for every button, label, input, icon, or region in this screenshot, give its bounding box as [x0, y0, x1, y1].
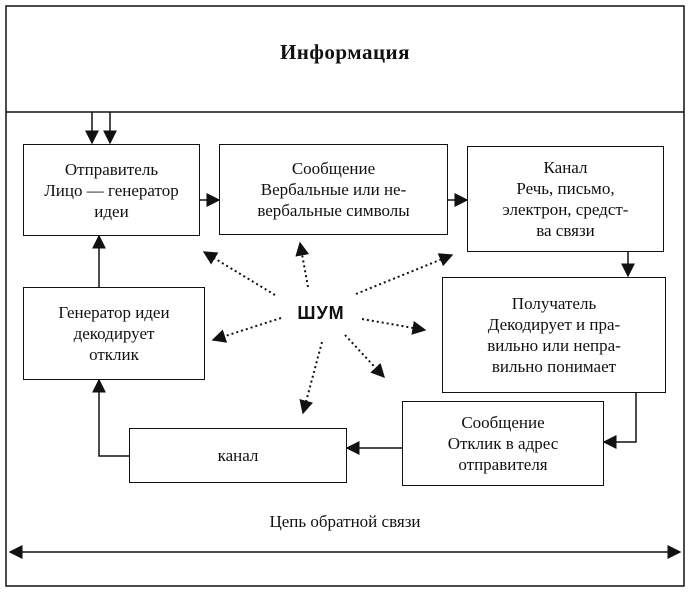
box-message-line: Вербальные или не- — [260, 180, 407, 199]
box-return-channel: канал — [129, 428, 347, 483]
box-message-line: Сообщение — [291, 159, 376, 178]
box-return-channel-line: канал — [217, 446, 259, 465]
box-response-line: Отклик в адрес — [447, 434, 559, 453]
box-sender-line: идеи — [94, 201, 129, 221]
box-idea-decoder-line: Генератор идеи — [58, 303, 170, 322]
box-response-line: отправителя — [458, 455, 548, 474]
box-sender-line: Отправитель — [64, 159, 159, 179]
noise-arrow-right-down — [344, 334, 385, 379]
box-message: Сообщение Вербальные или не- вербальные … — [219, 144, 448, 235]
box-sender: Отправитель Лицо — генератор идеи — [23, 144, 200, 236]
box-idea-decoder: Генератор идеи декодирует отклик — [23, 287, 205, 380]
feedback-label: Цепь обратной связи — [269, 512, 421, 531]
noise-arrow-left — [211, 317, 282, 343]
noise-arrow-right-up — [355, 253, 454, 295]
noise-arrow-left-up — [202, 251, 276, 296]
outer-frame — [5, 5, 685, 587]
box-sender-line: Лицо — генератор — [44, 180, 179, 200]
box-receiver-line: вильно или непра- — [487, 336, 621, 355]
box-channel-line: электрон, средст- — [502, 200, 629, 219]
box-channel-line: Речь, письмо, — [516, 179, 615, 198]
diagram-title: Информация — [279, 40, 411, 64]
arrow-receiver-response — [602, 393, 637, 449]
noise-arrow-right — [361, 318, 427, 335]
box-response-line: Сообщение — [461, 413, 545, 432]
box-channel-line: Канал — [543, 158, 588, 177]
noise-label: ШУМ — [297, 303, 345, 323]
box-response: Сообщение Отклик в адрес отправителя — [402, 401, 604, 486]
box-channel: Канал Речь, письмо, электрон, средст- ва… — [467, 146, 664, 252]
box-idea-decoder-line: отклик — [89, 345, 139, 364]
noise-arrow-down — [299, 341, 323, 415]
arrow-channel-decoder — [92, 378, 129, 457]
noise-arrow-up — [295, 241, 310, 288]
box-message-line: вербальные символы — [257, 201, 410, 220]
box-receiver-line: Получатель — [511, 294, 597, 313]
box-receiver-line: вильно понимает — [491, 357, 617, 376]
box-channel-line: ва связи — [536, 221, 595, 240]
noise-arrows — [202, 241, 454, 415]
box-idea-decoder-line: декодирует — [73, 324, 155, 343]
box-receiver: Получатель Декодирует и пра- вильно или … — [442, 277, 666, 393]
box-receiver-line: Декодирует и пра- — [487, 315, 621, 334]
